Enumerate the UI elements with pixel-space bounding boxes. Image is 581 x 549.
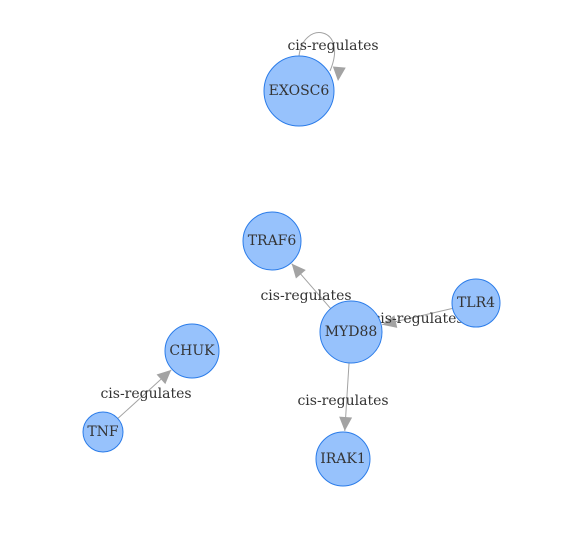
- node-circle-myd88[interactable]: [319, 300, 383, 364]
- node-circle-irak1[interactable]: [315, 431, 371, 487]
- node-traf6[interactable]: TRAF6: [242, 211, 302, 271]
- edge-line-0: [298, 32, 336, 72]
- edge-label-2: cis-regulates: [372, 311, 463, 327]
- edge-1: cis-regulates: [260, 263, 352, 309]
- node-exosc6[interactable]: EXOSC6: [263, 55, 335, 127]
- node-circle-chuk[interactable]: [164, 323, 220, 379]
- edge-arrowhead-2: [382, 315, 398, 328]
- node-label-tlr4: TLR4: [457, 295, 495, 311]
- node-circle-tnf[interactable]: [82, 411, 124, 453]
- edge-3: cis-regulates: [297, 362, 389, 432]
- edge-label-4: cis-regulates: [100, 386, 191, 402]
- edges-layer: cis-regulates cis-regulates cis-regulates c…: [100, 32, 464, 432]
- edge-label-0: cis-regulates: [287, 38, 378, 54]
- node-tnf[interactable]: TNF: [82, 411, 124, 453]
- edge-2: cis-regulates: [372, 307, 464, 328]
- node-chuk[interactable]: CHUK: [164, 323, 220, 379]
- node-label-tnf: TNF: [87, 424, 119, 440]
- node-irak1[interactable]: IRAK1: [315, 431, 371, 487]
- node-label-chuk: CHUK: [169, 343, 215, 359]
- node-tlr4[interactable]: TLR4: [451, 278, 501, 328]
- edge-4: cis-regulates: [100, 369, 192, 419]
- edge-0: cis-regulates: [287, 32, 379, 81]
- node-label-exosc6: EXOSC6: [269, 83, 330, 99]
- node-circle-traf6[interactable]: [242, 211, 302, 271]
- edge-arrowhead-0: [332, 66, 346, 81]
- node-label-myd88: MYD88: [325, 324, 378, 340]
- node-circle-exosc6[interactable]: [263, 55, 335, 127]
- edge-label-3: cis-regulates: [297, 393, 388, 409]
- edge-arrowhead-1: [291, 263, 306, 279]
- node-circle-tlr4[interactable]: [451, 278, 501, 328]
- edge-arrowhead-4: [156, 369, 172, 385]
- node-label-irak1: IRAK1: [320, 451, 366, 467]
- edge-arrowhead-3: [339, 416, 353, 432]
- edge-label-1: cis-regulates: [260, 288, 351, 304]
- node-label-traf6: TRAF6: [248, 233, 297, 249]
- node-myd88[interactable]: MYD88: [319, 300, 383, 364]
